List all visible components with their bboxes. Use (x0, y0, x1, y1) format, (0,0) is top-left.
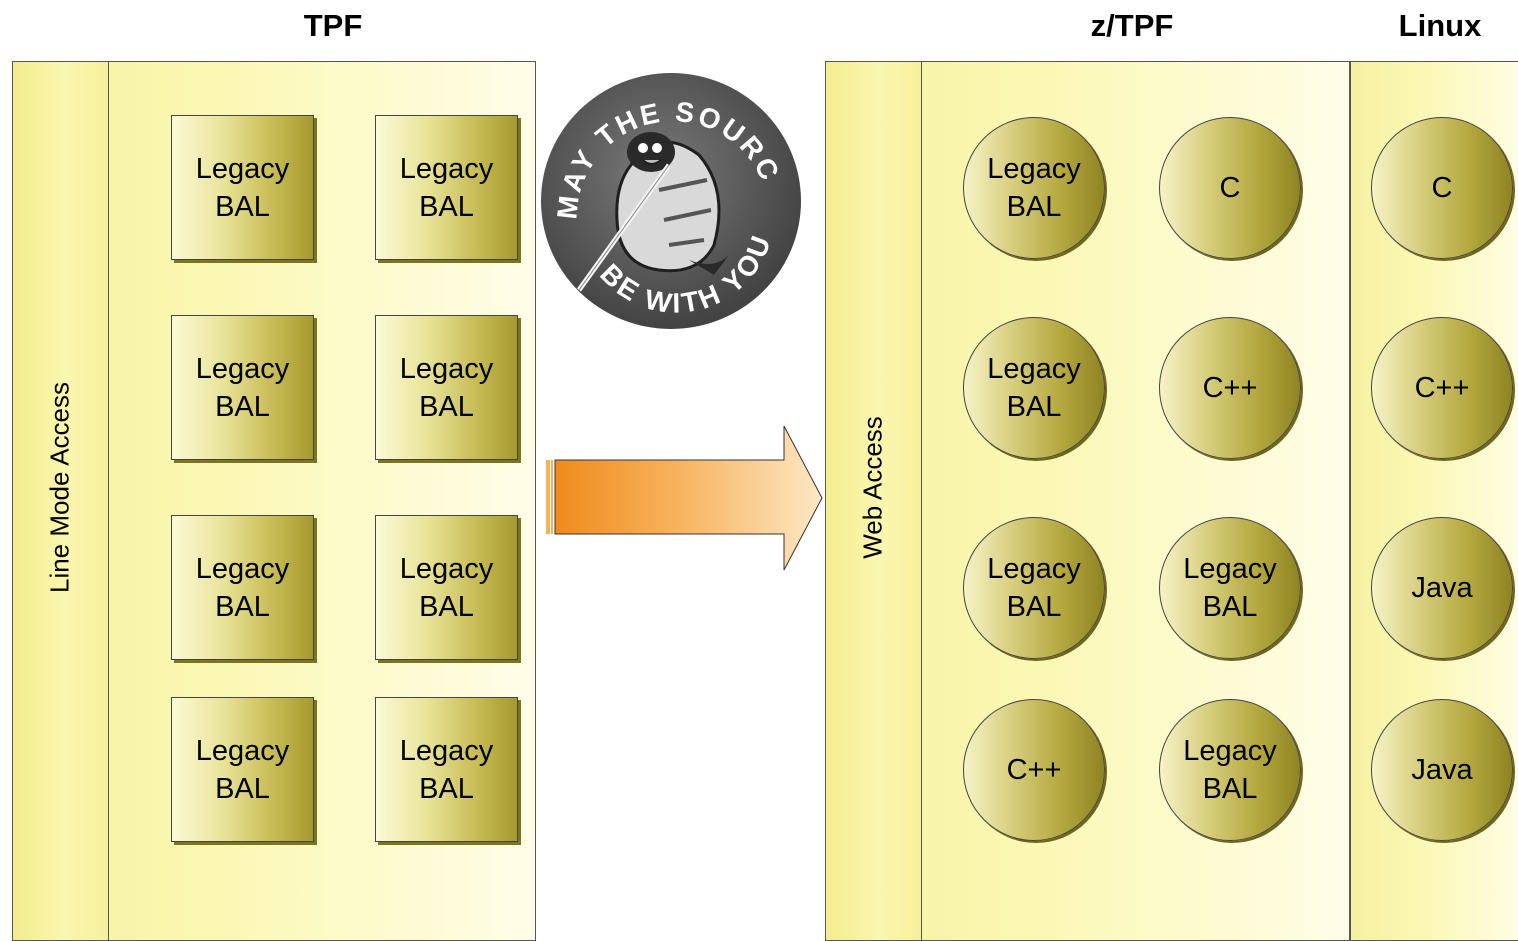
module-line1: Legacy (195, 352, 290, 385)
module-line2: BAL (1006, 391, 1062, 423)
linux-module: Java (1371, 517, 1513, 659)
module-line1: Legacy (1183, 553, 1277, 585)
module-line2: BAL (419, 390, 474, 423)
ztpf-module: C (1159, 117, 1301, 259)
module-line1: C (1219, 172, 1241, 204)
module-line1: Legacy (195, 152, 290, 185)
module-line1: Legacy (399, 352, 494, 385)
ztpf-module: C++ (963, 699, 1105, 841)
ztpf-module: Legacy BAL (1159, 699, 1301, 841)
tpf-module: Legacy BAL (171, 515, 314, 660)
module-line1: Legacy (987, 153, 1081, 185)
module-line1: Legacy (987, 353, 1081, 385)
module-line1: Legacy (1183, 735, 1277, 767)
penguin-figure (576, 132, 729, 292)
module-line2: BAL (1006, 191, 1062, 223)
line-mode-access-strip (12, 61, 109, 941)
module-line1: Java (1411, 572, 1473, 604)
tpf-module: Legacy BAL (171, 115, 314, 260)
module-line2: BAL (215, 190, 270, 223)
linux-module: C (1371, 117, 1513, 259)
module-line2: BAL (419, 590, 474, 623)
migration-arrow-icon (546, 425, 823, 571)
ztpf-module: Legacy BAL (963, 117, 1105, 259)
module-line1: Legacy (399, 552, 494, 585)
line-mode-access-label: Line Mode Access (44, 382, 75, 594)
ztpf-module: Legacy BAL (1159, 517, 1301, 659)
module-line2: BAL (215, 772, 270, 805)
module-line1: Legacy (399, 152, 494, 185)
module-line1: Java (1411, 754, 1473, 786)
module-line2: BAL (419, 190, 474, 223)
tpf-module: Legacy BAL (375, 115, 518, 260)
module-line1: Legacy (399, 734, 494, 767)
module-line1: Legacy (195, 552, 290, 585)
tpf-module: Legacy BAL (171, 315, 314, 460)
ztpf-module: Legacy BAL (963, 517, 1105, 659)
tpf-title: TPF (303, 8, 363, 43)
module-line1: C++ (1006, 754, 1062, 786)
ztpf-title: z/TPF (1090, 8, 1174, 43)
module-line1: C++ (1202, 372, 1258, 404)
linux-module: C++ (1371, 317, 1513, 459)
module-line2: BAL (1202, 773, 1258, 805)
module-line2: BAL (419, 772, 474, 805)
linux-module: Java (1371, 699, 1513, 841)
module-line1: Legacy (987, 553, 1081, 585)
module-line1: C (1431, 172, 1453, 204)
module-line1: Legacy (195, 734, 290, 767)
ztpf-module: Legacy BAL (963, 317, 1105, 459)
ztpf-module: C++ (1159, 317, 1301, 459)
module-line2: BAL (1202, 591, 1258, 623)
module-line2: BAL (215, 390, 270, 423)
tpf-module: Legacy BAL (375, 515, 518, 660)
module-line1: C++ (1414, 372, 1470, 404)
module-line2: BAL (215, 590, 270, 623)
web-access-strip (825, 61, 922, 941)
tpf-module: Legacy BAL (375, 697, 518, 842)
module-line2: BAL (1006, 591, 1062, 623)
tpf-module: Legacy BAL (171, 697, 314, 842)
tpf-module: Legacy BAL (375, 315, 518, 460)
linux-title: Linux (1398, 8, 1482, 43)
may-the-source-seal-icon: MAY THE SOURCE BE WITH YOU (539, 70, 801, 329)
web-access-label: Web Access (857, 416, 888, 559)
